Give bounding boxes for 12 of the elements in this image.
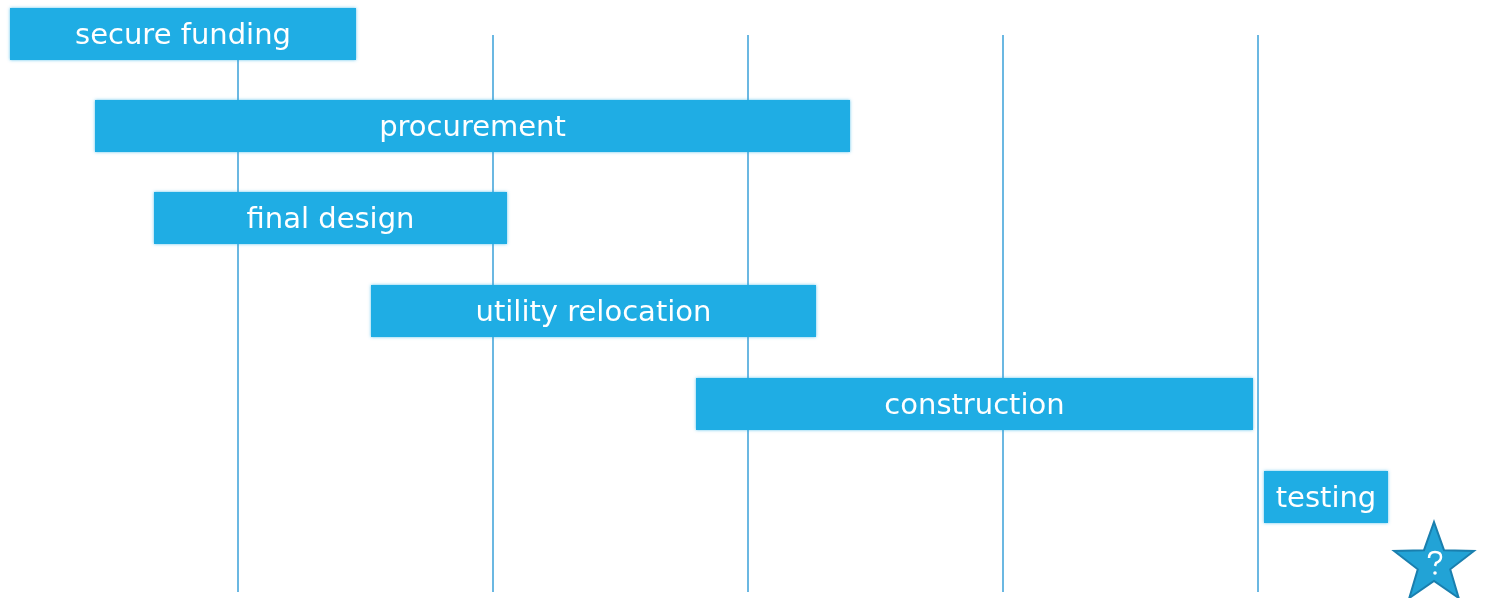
task-label: procurement [379,109,566,143]
task-bar [1264,471,1388,523]
task-bar [95,100,850,152]
task-label: testing [1275,480,1377,514]
task-bar [154,192,507,244]
task-bar [696,378,1253,430]
task-bar [10,8,356,60]
task-bar [371,285,816,337]
task-label: final design [246,201,415,235]
task-label: construction [884,387,1065,421]
task-label: utility relocation [475,294,712,328]
task-label: secure funding [75,17,291,51]
